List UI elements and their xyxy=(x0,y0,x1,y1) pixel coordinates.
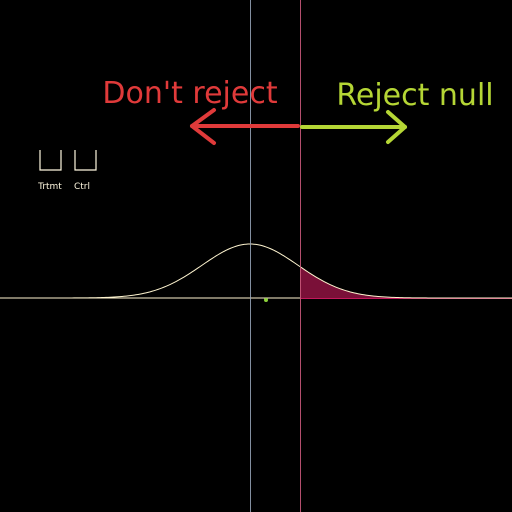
rejection-region xyxy=(300,266,512,298)
reject-null-arrow xyxy=(300,110,407,144)
legend-label: Trtmt xyxy=(37,182,62,192)
cup-icon xyxy=(74,150,97,171)
legend-label: Ctrl xyxy=(74,182,90,192)
reject-null-label: Reject null xyxy=(336,78,493,113)
sample-point xyxy=(264,298,268,302)
distribution-curve xyxy=(0,243,512,299)
legend-item-ctrl: Ctrl xyxy=(74,150,97,192)
dont-reject-arrow xyxy=(190,108,300,145)
legend: Trtmt Ctrl xyxy=(37,150,97,192)
dont-reject-label: Don't reject xyxy=(102,76,277,111)
legend-item-trtmt: Trtmt xyxy=(37,150,62,192)
cup-icon xyxy=(39,150,62,171)
